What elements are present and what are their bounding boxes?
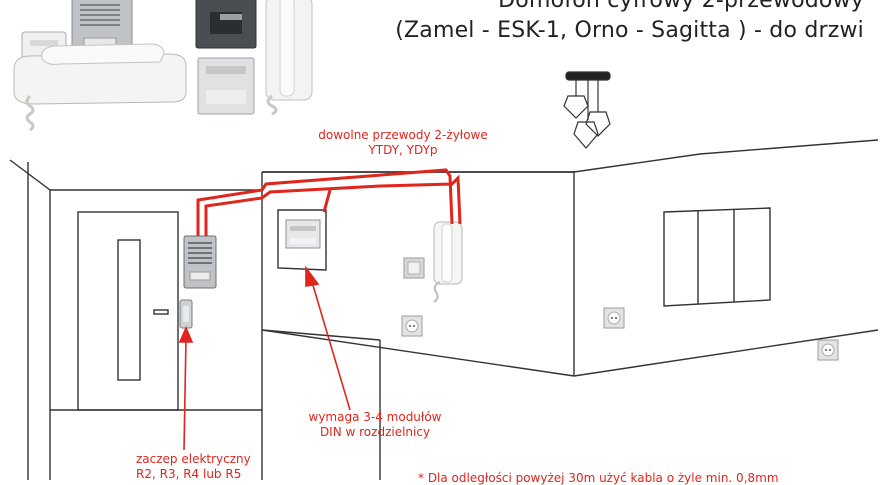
wires-label-line1: dowolne przewody 2-żyłowe <box>318 128 488 142</box>
product-photo-right-kit <box>195 0 313 116</box>
strike-label: zaczep elektryczny R2, R3, R4 lub R5 <box>136 452 251 482</box>
product-photo-left-kit <box>13 0 187 132</box>
strike-label-line2: R2, R3, R4 lub R5 <box>136 467 242 481</box>
door <box>77 211 179 411</box>
din-label-line1: wymaga 3-4 modułów <box>308 410 442 424</box>
page-title-line2: (Zamel - ESK-1, Orno - Sagitta ) - do dr… <box>395 18 864 43</box>
cable-note: * Dla odległości powyżej 30m użyć kabla … <box>418 471 779 485</box>
page-title-line1: Domofon cyfrowy 2-przewodowy <box>498 0 864 13</box>
indoor-handset <box>433 221 463 303</box>
wall-socket-icon <box>603 307 625 329</box>
electric-strike <box>179 299 193 329</box>
din-enclosure <box>277 209 327 271</box>
arrows <box>178 265 351 451</box>
window <box>663 207 771 307</box>
wires-label: dowolne przewody 2-żyłowe YTDY, YDYp <box>278 128 528 158</box>
light-switch-icon <box>403 257 425 279</box>
din-label-line2: DIN w rozdzielnicy <box>319 425 431 439</box>
strike-label-line1: zaczep elektryczny <box>136 452 251 466</box>
wires-label-line2: YTDY, YDYp <box>368 143 438 157</box>
wall-socket-icon <box>401 315 423 337</box>
wiring <box>196 168 462 236</box>
pendant-lamp-icon <box>563 71 611 149</box>
wall-socket-icon <box>817 339 839 361</box>
din-label: wymaga 3-4 modułów DIN w rozdzielnicy <box>300 410 450 440</box>
door-station <box>183 235 217 289</box>
